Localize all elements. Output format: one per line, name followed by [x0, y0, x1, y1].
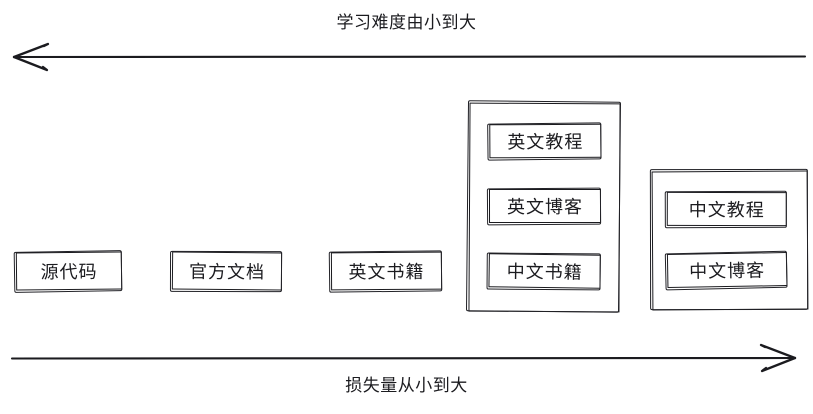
top-arrow-icon	[12, 42, 807, 72]
item-box-source-code[interactable]: 源代码	[15, 251, 123, 291]
item-label: 源代码	[40, 261, 98, 284]
group-container-1: 英文教程 英文博客 中文书籍	[468, 102, 621, 313]
item-box-english-blog[interactable]: 英文博客	[488, 188, 602, 224]
item-label: 英文博客	[507, 196, 584, 219]
item-box-chinese-books[interactable]: 中文书籍	[488, 253, 601, 289]
item-box-english-tutorial[interactable]: 英文教程	[489, 123, 602, 159]
item-label: 英文书籍	[348, 261, 425, 284]
group-container-2: 中文教程 中文博客	[651, 170, 809, 311]
item-box-official-docs[interactable]: 官方文档	[171, 251, 283, 291]
bottom-axis-label: 损失量从小到大	[345, 376, 468, 396]
item-label: 中文博客	[689, 260, 766, 283]
item-label: 中文教程	[688, 199, 765, 222]
top-axis-label: 学习难度由小到大	[336, 13, 477, 33]
item-label: 英文教程	[507, 131, 584, 154]
item-label: 中文书籍	[506, 261, 583, 284]
bottom-arrow-icon	[10, 343, 797, 373]
item-label: 官方文档	[188, 261, 266, 284]
item-box-chinese-tutorial[interactable]: 中文教程	[666, 191, 787, 227]
item-box-chinese-blog[interactable]: 中文博客	[666, 252, 788, 289]
item-box-english-books[interactable]: 英文书籍	[330, 251, 443, 291]
